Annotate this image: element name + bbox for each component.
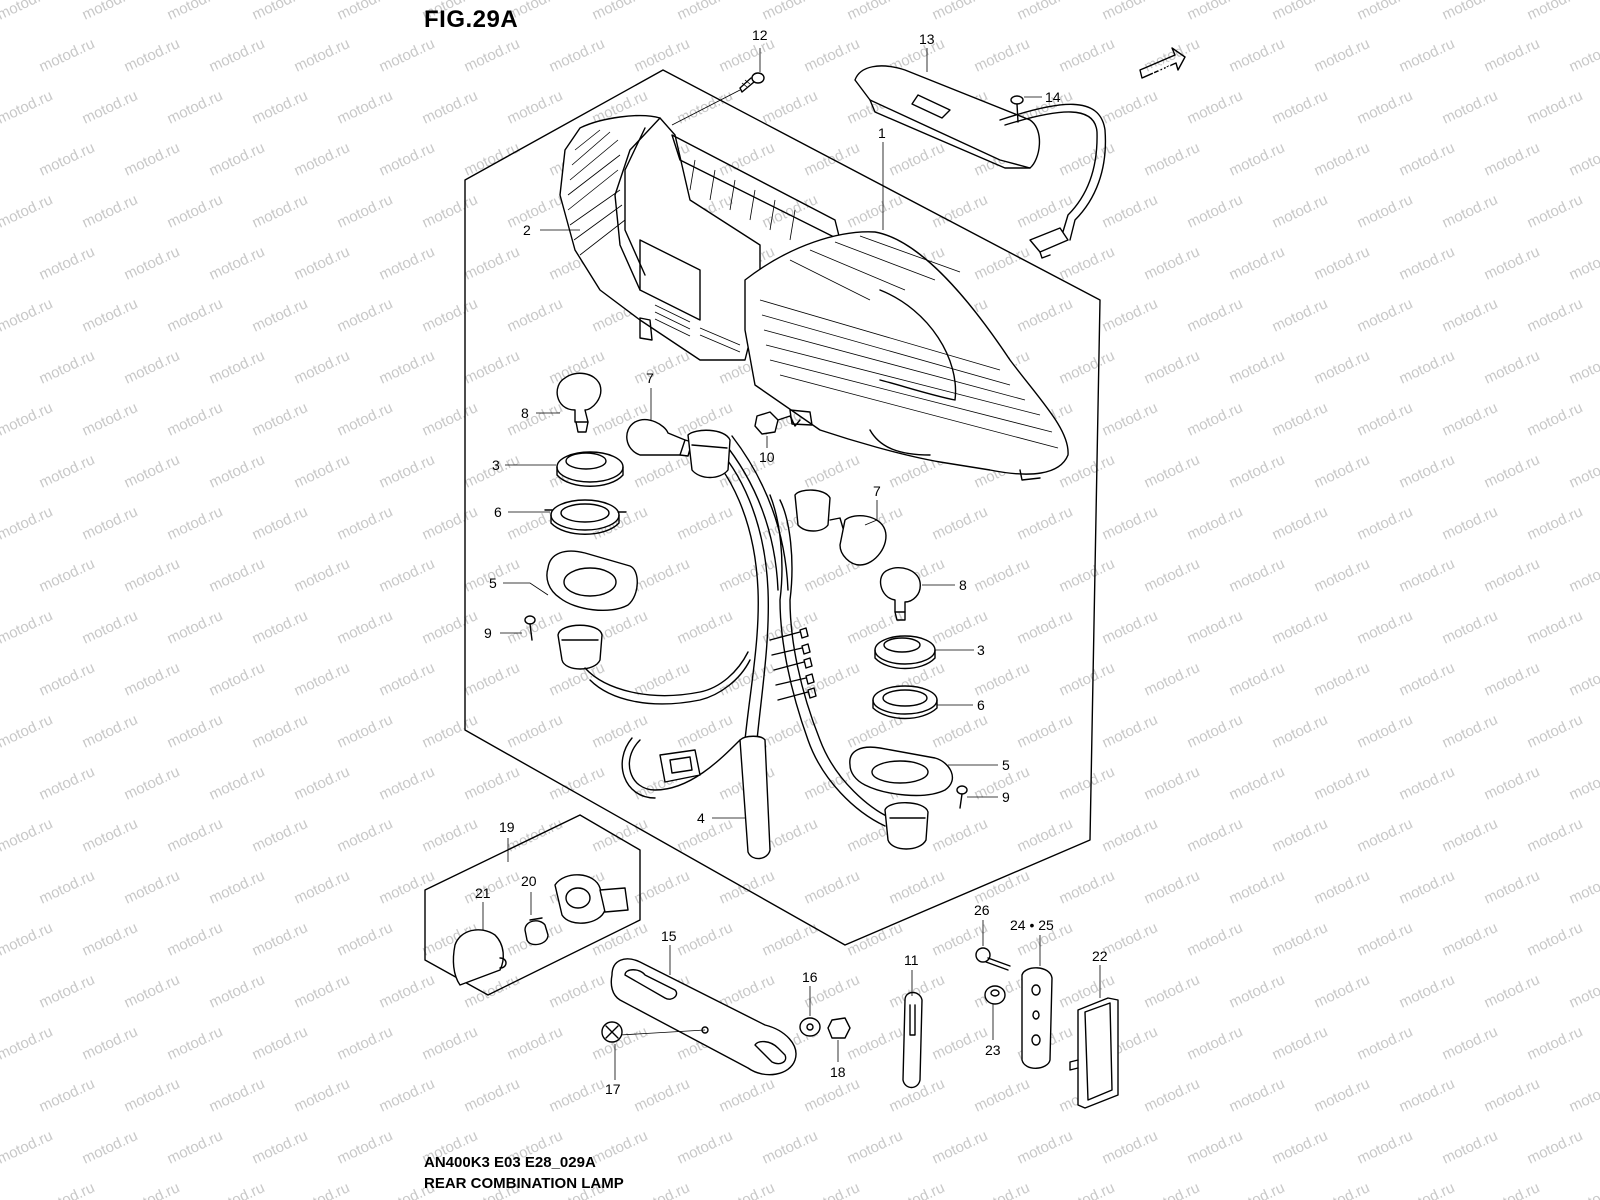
lens-part-21 [452, 929, 507, 986]
callout-9-right: 9 [1002, 789, 1010, 805]
callout-23: 23 [985, 1042, 1001, 1058]
callout-15: 15 [661, 928, 677, 944]
fwd-badge-label: FWD [1150, 59, 1173, 77]
kit-box-part-19 [424, 814, 641, 996]
forward-direction-badge: FWD [1139, 47, 1186, 79]
callout-5-left: 5 [489, 575, 497, 591]
callout-9-left: 9 [484, 625, 492, 641]
reflector-part-22 [1069, 997, 1119, 1109]
socket-part-3-left [556, 451, 624, 487]
callout-6-left: 6 [494, 504, 502, 520]
callout-12: 12 [752, 27, 768, 43]
callout-5-right: 5 [1002, 757, 1010, 773]
callout-22: 22 [1092, 948, 1108, 964]
reflector-mount-part-24-25 [1021, 967, 1053, 1069]
gasket-part-5-right [849, 746, 954, 797]
callout-1: 1 [878, 125, 886, 141]
callout-14: 14 [1045, 89, 1061, 105]
assembly-name-caption: REAR COMBINATION LAMP [424, 1175, 624, 1192]
harness-socket-left [557, 624, 603, 670]
callout-3-left: 3 [492, 457, 500, 473]
callout-18: 18 [830, 1064, 846, 1080]
bulb-part-8-right [879, 566, 921, 621]
lens-part [744, 231, 1069, 481]
callout-17: 17 [605, 1081, 621, 1097]
gasket-part-5-left [546, 550, 638, 611]
grommet-part-10 [754, 411, 801, 435]
callout-21: 21 [475, 885, 491, 901]
callout-19: 19 [499, 819, 515, 835]
wiring-harness-part-4 [584, 429, 896, 860]
bracket-part-15 [610, 958, 797, 1076]
assembly-boundary [464, 69, 1101, 946]
callout-layer: 1 2 12 13 14 8 7 10 3 6 5 9 7 [475, 27, 1108, 1097]
callout-6-right: 6 [977, 697, 985, 713]
bulb-part-7-right [829, 514, 887, 566]
callout-7-left: 7 [646, 370, 654, 386]
callout-16: 16 [802, 969, 818, 985]
high-mount-lamp-part [854, 65, 1107, 259]
grommet-part-23 [984, 985, 1006, 1005]
screw-part-9-left [524, 615, 536, 641]
lock-ring-part-6-right [872, 685, 938, 720]
callout-7-right: 7 [873, 483, 881, 499]
socket-part-3-right [874, 635, 936, 670]
callout-8-right: 8 [959, 577, 967, 593]
callout-20: 20 [521, 873, 537, 889]
strap-part-11 [902, 991, 923, 1089]
callout-2: 2 [523, 222, 531, 238]
callout-26: 26 [974, 902, 990, 918]
harness-socket-right [884, 802, 929, 850]
callout-11: 11 [904, 952, 919, 968]
callout-8-left: 8 [521, 405, 529, 421]
callout-13: 13 [919, 31, 935, 47]
nut-part-18 [827, 1017, 851, 1039]
bulb-part-8-left [556, 372, 602, 433]
callout-24-25: 24 • 25 [1010, 917, 1054, 933]
screw-part-26 [975, 947, 1011, 971]
screw-part-17 [601, 1021, 623, 1043]
washer-part-16 [799, 1017, 821, 1037]
callout-10: 10 [759, 449, 775, 465]
figure-title: FIG.29A [424, 6, 519, 33]
lock-ring-part-6-left [544, 499, 627, 535]
screw-part-12 [739, 72, 765, 93]
callout-4: 4 [697, 810, 705, 826]
bulb-part-20 [524, 917, 549, 946]
socket-part-19 [554, 874, 629, 924]
bulb-part-7-left [626, 418, 693, 457]
callout-3-right: 3 [977, 642, 985, 658]
screw-part-9-right [956, 785, 968, 809]
model-code-caption: AN400K3 E03 E28_029A [424, 1154, 596, 1171]
screw-part-14 [1010, 95, 1024, 123]
